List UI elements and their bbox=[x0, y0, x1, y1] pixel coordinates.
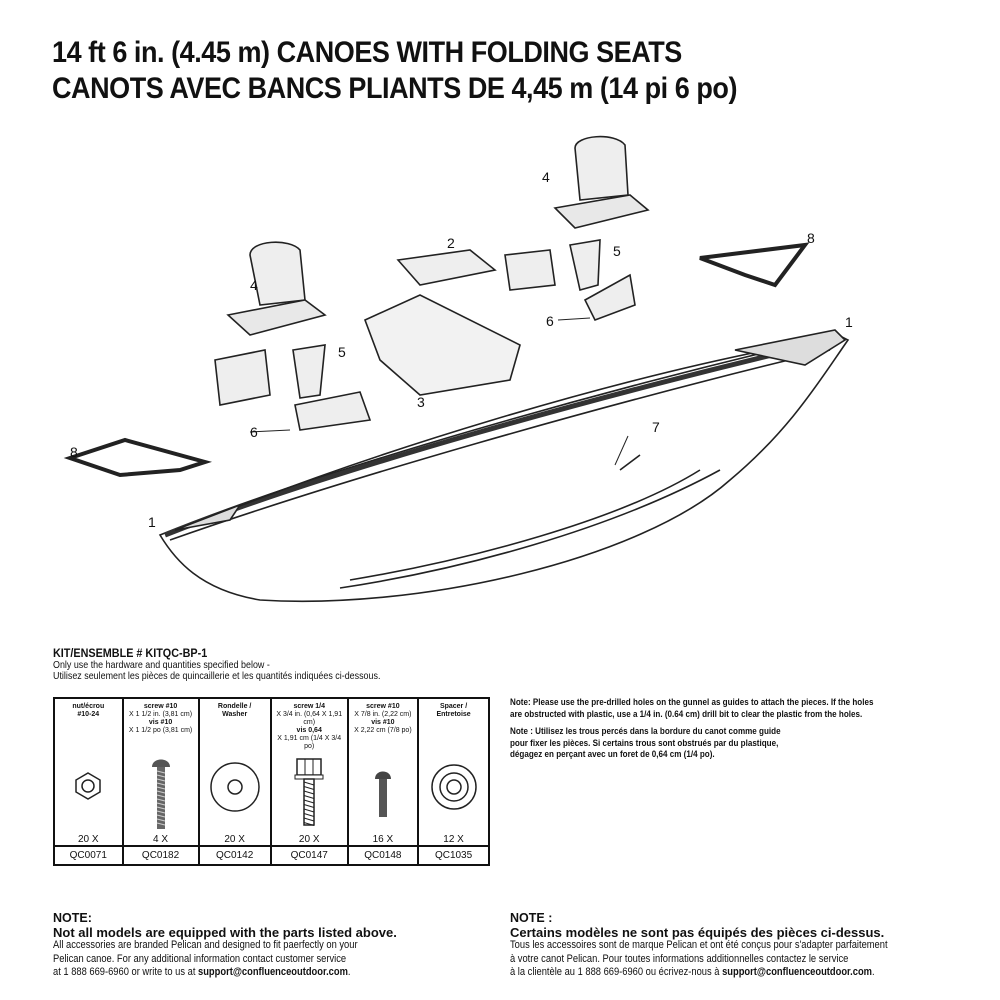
note-en-1: Note: Please use the pre-drilled holes o… bbox=[510, 697, 874, 708]
part-name-fr: vis #10 bbox=[148, 719, 173, 726]
kit-title: KIT/ENSEMBLE # KITQC-BP-1 bbox=[53, 646, 208, 660]
part-size-en: X 1 1/2 in. (3,81 cm) bbox=[129, 711, 193, 718]
carry-handle-left bbox=[63, 437, 213, 478]
footer-fr-line3: à la clientèle au 1 888 669-6960 ou écri… bbox=[510, 966, 723, 978]
tray-drawing bbox=[396, 249, 497, 286]
callout-2: 2 bbox=[447, 235, 455, 251]
footer-note-french: NOTE : Certains modèles ne sont pas équi… bbox=[510, 911, 954, 980]
title-french: CANOTS AVEC BANCS PLIANTS DE 4,45 m (14 … bbox=[52, 72, 738, 105]
cup-holder-left bbox=[292, 344, 326, 399]
cup-holder-right bbox=[569, 239, 601, 291]
part-name-2: Entretoise bbox=[436, 711, 471, 718]
footer-en-label: NOTE: bbox=[53, 911, 92, 925]
footer-fr-headline: Certains modèles ne sont pas équipés des… bbox=[510, 924, 885, 940]
console-drawing bbox=[363, 294, 521, 396]
part-code: QC0182 bbox=[123, 845, 198, 864]
drilling-note: Note: Please use the pre-drilled holes o… bbox=[510, 697, 873, 767]
footer-en-line2: Pelican canoe. For any additional inform… bbox=[53, 952, 347, 965]
part-name-2: #10-24 bbox=[77, 711, 100, 718]
callout-8-left: 8 bbox=[70, 444, 78, 460]
bracket-left-a bbox=[214, 349, 271, 406]
part-name: Spacer / bbox=[439, 703, 468, 710]
part-size-en: X 7/8 in. (2,22 cm) bbox=[354, 711, 412, 718]
part-name: nut/écrou bbox=[72, 703, 105, 710]
callout-6-left: 6 bbox=[250, 424, 258, 440]
part-quantity: 4 X bbox=[153, 834, 169, 845]
part-code: QC0071 bbox=[55, 845, 122, 864]
part-name-fr: vis #10 bbox=[371, 719, 395, 726]
part-name: screw #10 bbox=[366, 703, 400, 710]
bracket-right-a bbox=[504, 249, 556, 291]
footer-en-line1: All accessories are branded Pelican and … bbox=[53, 939, 358, 951]
part-quantity: 20 X bbox=[298, 834, 320, 845]
support-email-link[interactable]: support@confluenceoutdoor.com bbox=[198, 966, 348, 978]
note-fr-1: Note : Utilisez les trous percés dans la… bbox=[510, 726, 781, 737]
footer-fr-label: NOTE : bbox=[510, 911, 553, 925]
callout-4-right: 4 bbox=[542, 169, 550, 185]
callout-3: 3 bbox=[417, 394, 425, 410]
kit-line-fr: Utilisez seulement les pièces de quincai… bbox=[53, 670, 381, 682]
note-fr-3: dégagez en perçant avec un foret de 0,64… bbox=[510, 749, 715, 760]
part-name: screw #10 bbox=[143, 703, 178, 710]
callout-4-left: 4 bbox=[250, 277, 258, 293]
support-email-link-fr[interactable]: support@confluenceoutdoor.com bbox=[722, 966, 872, 978]
footer-en-end: . bbox=[347, 966, 351, 978]
bracket-left-b bbox=[294, 391, 372, 431]
callout-5-left: 5 bbox=[338, 344, 346, 360]
callout-7: 7 bbox=[652, 419, 660, 435]
footer-en-line3: at 1 888 669-6960 or write to us at bbox=[53, 966, 199, 978]
footer-en-headline: Not all models are equipped with the par… bbox=[53, 924, 397, 940]
callout-8-right: 8 bbox=[807, 230, 815, 246]
part-quantity: 20 X bbox=[224, 834, 245, 845]
callout-1-stern: 1 bbox=[148, 514, 156, 530]
callout-numbers: 1 1 2 3 4 4 5 5 6 6 7 8 8 9 bbox=[70, 169, 853, 530]
canoe-hull-drawing bbox=[158, 329, 850, 603]
kit-info: KIT/ENSEMBLE # KITQC-BP-1 Only use the h… bbox=[53, 646, 438, 682]
carry-handle-right bbox=[699, 242, 810, 288]
part-code: QC1035 bbox=[419, 845, 488, 864]
note-en-2: are obstructed with plastic, use a 1/4 i… bbox=[510, 708, 863, 720]
part-code: QC0148 bbox=[348, 845, 418, 864]
part-name: screw 1/4 bbox=[293, 703, 325, 710]
part-size-fr: X 2,22 cm (7/8 po) bbox=[354, 727, 412, 734]
part-name-2: Washer bbox=[222, 711, 248, 718]
note-fr-2: pour fixer les pièces. Si certains trous… bbox=[510, 737, 779, 749]
part-quantity: 20 X bbox=[78, 834, 99, 845]
seat-right-drawing bbox=[553, 135, 650, 229]
exploded-canoe-diagram: 1 1 2 3 4 4 5 5 6 6 7 8 8 9 bbox=[63, 135, 853, 603]
callout-1-bow: 1 bbox=[845, 314, 853, 330]
part-quantity: 12 X bbox=[443, 834, 464, 845]
part-quantity: 16 X bbox=[372, 834, 394, 845]
seat-left-drawing bbox=[226, 241, 327, 336]
callout-5-right: 5 bbox=[613, 243, 621, 259]
callout-6-right: 6 bbox=[546, 313, 554, 329]
kit-line-en: Only use the hardware and quantities spe… bbox=[53, 659, 270, 671]
part-size-fr: X 1,91 cm (1/4 X 3/4 po) bbox=[277, 735, 342, 750]
footer-fr-line1: Tous les accessoires sont de marque Peli… bbox=[510, 939, 888, 951]
part-size-fr: X 1 1/2 po (3,81 cm) bbox=[128, 727, 193, 734]
part-code: QC0142 bbox=[199, 845, 270, 864]
part-size-en: X 3/4 in. (0,64 X 1,91 cm) bbox=[276, 711, 343, 726]
part-name-fr: vis 0,64 bbox=[296, 727, 322, 734]
title-english: 14 ft 6 in. (4.45 m) CANOES WITH FOLDING… bbox=[52, 36, 682, 69]
part-name: Rondelle / bbox=[217, 703, 252, 710]
footer-note-english: NOTE: Not all models are equipped with t… bbox=[53, 911, 411, 980]
footer-fr-line2: à votre canot Pelican. Pour toutes infor… bbox=[510, 952, 849, 965]
bracket-right-b bbox=[583, 273, 636, 322]
footer-fr-end: . bbox=[871, 966, 875, 978]
part-code: QC0147 bbox=[271, 845, 347, 864]
